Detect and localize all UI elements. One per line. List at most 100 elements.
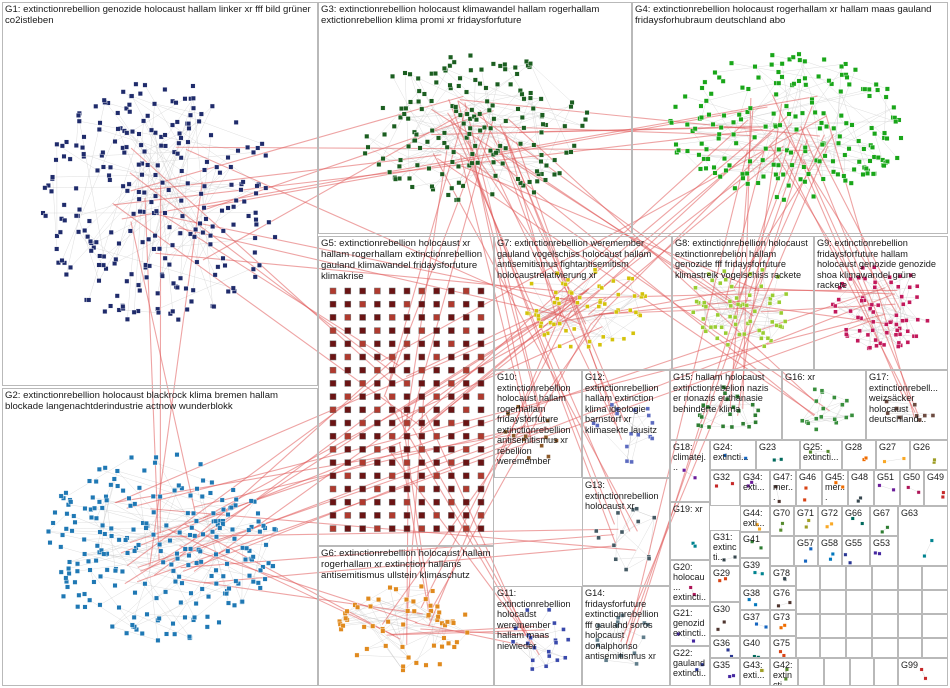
intra-edge <box>898 286 908 332</box>
node-g4 <box>801 164 807 170</box>
node-g2 <box>200 478 206 483</box>
inter-edge-g4-g15 <box>718 139 808 412</box>
node-g1 <box>177 131 183 136</box>
node-g3 <box>407 71 413 77</box>
node-g1 <box>252 250 258 255</box>
intra-edge <box>557 298 613 340</box>
node-g1 <box>62 217 68 223</box>
intra-edge <box>416 616 439 663</box>
node-g3 <box>444 144 450 150</box>
group-box-g55: G55 <box>842 536 870 566</box>
intra-edge <box>502 102 573 164</box>
node-g1 <box>155 162 161 168</box>
group-box-g46: G46 <box>796 470 822 506</box>
group-box-g2: G2: extinctionrebellion holocaust blackr… <box>2 388 318 686</box>
node-g2 <box>213 551 219 557</box>
node-g3 <box>414 162 420 168</box>
intra-edge <box>701 100 707 118</box>
inter-edge-g2-g9 <box>182 294 892 572</box>
node-g3 <box>407 175 412 181</box>
node-g2 <box>231 602 237 608</box>
group-label-g99: G99 <box>901 660 919 670</box>
node-g1 <box>127 228 133 234</box>
intra-edge <box>699 118 871 162</box>
node-g1 <box>101 97 107 103</box>
group-box-g42: G42: extincti... <box>770 658 798 686</box>
node-g1 <box>108 229 114 235</box>
node-g1 <box>225 205 231 211</box>
node-g4 <box>696 152 702 158</box>
node-g1 <box>252 274 258 280</box>
node-g2 <box>115 483 121 489</box>
group-box-g3: G3: extinctionrebellion holocaust klimaw… <box>318 2 632 234</box>
node-g3 <box>380 105 386 111</box>
group-box-g38: G38 <box>740 586 770 610</box>
node-g1 <box>170 242 175 248</box>
node-g4 <box>702 79 708 85</box>
node-g3 <box>424 139 430 145</box>
inter-edge-g6-g11 <box>392 625 535 635</box>
node-g1 <box>191 105 196 111</box>
node-g3 <box>362 150 368 156</box>
intra-edge <box>343 615 428 626</box>
node-g2 <box>82 591 88 597</box>
node-g1 <box>220 228 226 234</box>
inter-edge-g2-g7 <box>115 303 582 504</box>
node-g4 <box>775 162 781 168</box>
node-g4 <box>731 131 737 137</box>
node-g3 <box>531 189 537 195</box>
node-g3 <box>478 67 484 73</box>
intra-edge <box>149 202 152 266</box>
node-g4 <box>711 164 717 170</box>
node-g1 <box>88 248 94 254</box>
intra-edge <box>70 174 156 268</box>
node-g2 <box>206 594 211 600</box>
node-g1 <box>198 191 204 197</box>
node-g2 <box>186 553 192 558</box>
node-g2 <box>96 466 102 472</box>
node-g2 <box>192 614 197 620</box>
intra-edge <box>48 513 68 532</box>
node-g2 <box>128 503 133 509</box>
group-label-g34: G34: exti... <box>743 472 765 492</box>
node-g1 <box>123 105 129 111</box>
node-g3 <box>457 112 463 118</box>
node-g2 <box>72 579 78 585</box>
group-box-g36: G36 <box>710 636 740 658</box>
node-g4 <box>830 158 836 164</box>
node-g3 <box>390 73 396 79</box>
group-box-minor <box>796 614 820 638</box>
group-label-g32: G32 <box>713 472 731 482</box>
intra-edge <box>621 517 655 533</box>
node-g1 <box>136 162 142 168</box>
node-g1 <box>210 224 216 229</box>
group-box-g78: G78 <box>770 566 796 586</box>
intra-edge <box>727 325 777 346</box>
intra-edge <box>112 626 158 641</box>
node-g1 <box>170 308 176 314</box>
group-label-g53: G53 <box>873 538 891 548</box>
inter-edge-g4-g15 <box>742 97 752 409</box>
intra-edge <box>835 305 928 321</box>
node-g4 <box>673 104 678 110</box>
node-g2 <box>144 611 150 617</box>
intra-edge <box>775 82 822 124</box>
inter-edge-g4-g7 <box>556 137 756 306</box>
node-g2 <box>256 519 262 524</box>
intra-edge <box>593 415 649 424</box>
node-g1 <box>159 273 165 279</box>
node-g1 <box>208 132 214 138</box>
node-g3 <box>387 169 393 175</box>
node-g3 <box>393 176 399 182</box>
group-box-g4: G4: extinctionrebellion holocaust rogerh… <box>632 2 948 234</box>
node-g4 <box>809 100 815 106</box>
intra-edge <box>145 200 182 266</box>
node-g1 <box>200 230 206 236</box>
intra-edge <box>123 91 259 185</box>
node-g4 <box>706 112 712 118</box>
node-g4 <box>716 75 722 80</box>
node-g3 <box>569 99 575 105</box>
group-label-g57: G57 <box>797 538 815 548</box>
node-g3 <box>441 130 447 136</box>
node-g4 <box>673 142 679 147</box>
